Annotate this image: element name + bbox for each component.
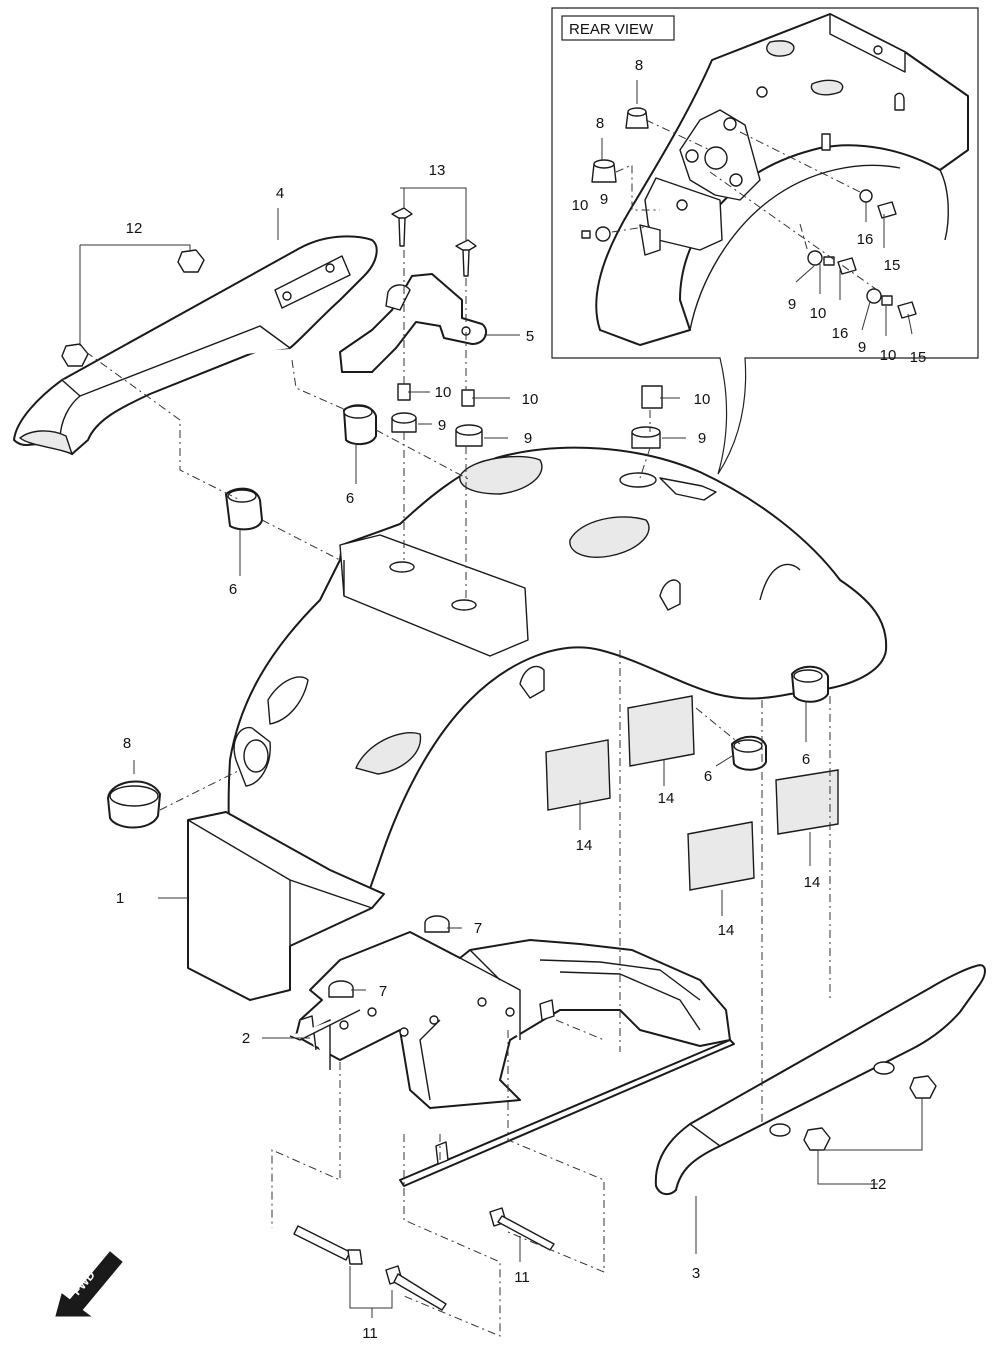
lower-support-frame: [289, 931, 735, 1187]
callout-7-lower: 7: [379, 983, 387, 1000]
leader-lines: [79, 187, 923, 1318]
mounting-bracket: [339, 273, 488, 373]
callout-14-right: 14: [804, 874, 821, 891]
hardware: [61, 207, 937, 1311]
callout-11-right: 11: [514, 1269, 530, 1286]
callout-rear-16-top: 16: [857, 231, 874, 248]
callout-6-upper: 6: [346, 490, 354, 507]
callout-10-left: 10: [435, 384, 452, 401]
rear-view-inset: REAR VIEW: [551, 7, 979, 475]
callout-6-mid: 6: [704, 768, 712, 785]
callout-6-right: 6: [802, 751, 810, 768]
callout-8: 8: [123, 735, 131, 752]
callout-9-mid: 9: [524, 430, 532, 447]
callout-rear-16-bottom: 16: [832, 325, 849, 342]
callout-14-left: 14: [576, 837, 593, 854]
callout-2: 2: [242, 1030, 250, 1047]
right-fender-rail: [654, 964, 986, 1196]
callout-11-left: 11: [362, 1325, 378, 1342]
callout-14-lower: 14: [718, 922, 735, 939]
callout-rear-8-top: 8: [635, 57, 643, 74]
callout-rear-15-bottom: 15: [910, 349, 927, 366]
callout-14-upper: 14: [658, 790, 675, 807]
callout-12-right: 12: [870, 1176, 887, 1193]
callouts: 1 2 3 4 5 6 6 6 6 7 7 8 9 9 9 10 10 10 1…: [116, 162, 887, 1342]
callout-rear-9-left: 9: [600, 191, 608, 208]
assembly-lines: [85, 250, 831, 1337]
callout-9-left: 9: [438, 417, 446, 434]
inset-hardware: [581, 80, 917, 336]
forward-direction-arrow: FWD: [55, 1251, 123, 1317]
callout-12-left: 12: [126, 220, 143, 237]
callout-9-right: 9: [698, 430, 706, 447]
callout-3: 3: [692, 1265, 700, 1282]
callout-rear-10-mid: 10: [810, 305, 827, 322]
callout-1: 1: [116, 890, 124, 907]
callout-rear-9-mid: 9: [788, 296, 796, 313]
callout-6-left: 6: [229, 581, 237, 598]
inset-title: REAR VIEW: [569, 21, 654, 38]
callout-rear-15-top: 15: [884, 257, 901, 274]
callout-5: 5: [526, 328, 534, 345]
callout-rear-10-right: 10: [880, 347, 897, 364]
left-fender-rail: [13, 235, 378, 456]
inset-fender: [595, 13, 969, 346]
callout-7-upper: 7: [474, 920, 482, 937]
callout-rear-10-left: 10: [572, 197, 589, 214]
callout-rear-8-mid: 8: [596, 115, 604, 132]
callout-10-mid: 10: [522, 391, 539, 408]
callout-10-right: 10: [694, 391, 711, 408]
rear-fender-main: [187, 446, 888, 1001]
callout-13: 13: [429, 162, 446, 179]
callout-rear-9-right: 9: [858, 339, 866, 356]
callout-4: 4: [276, 185, 284, 202]
